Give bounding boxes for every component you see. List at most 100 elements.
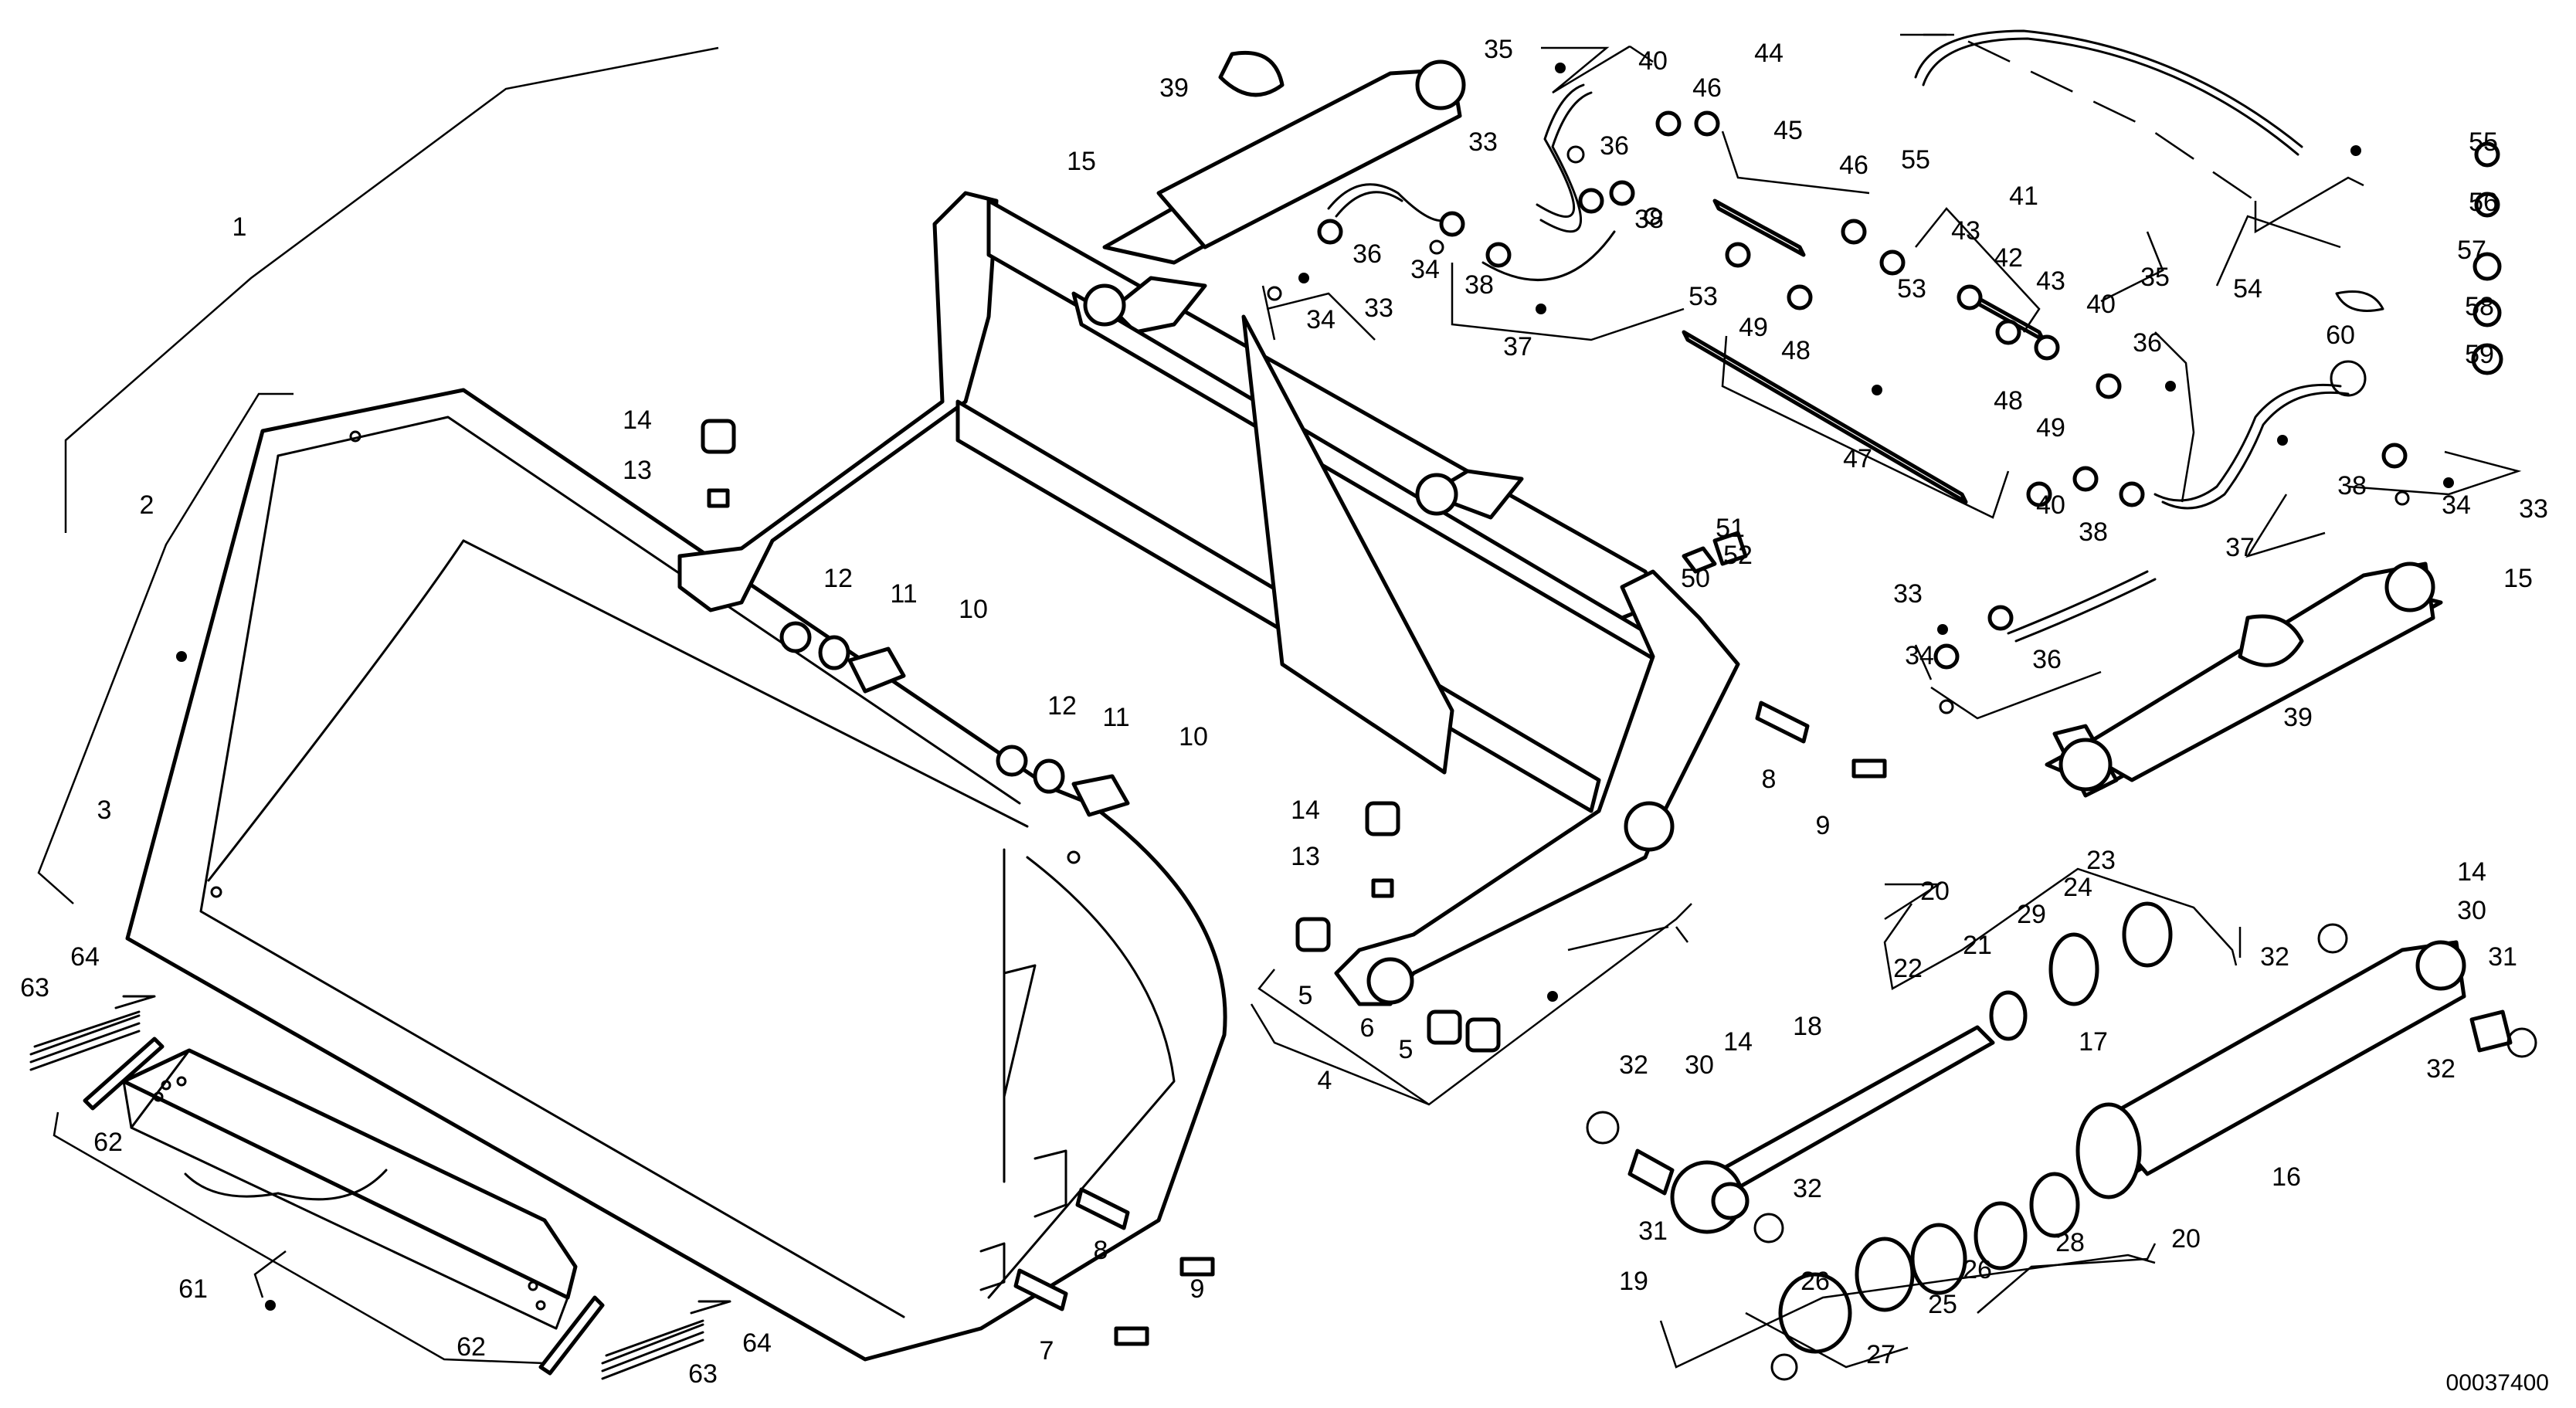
callout-53: 53: [1688, 282, 1718, 311]
callout-62: 62: [93, 1128, 123, 1157]
callout-1: 1: [232, 212, 247, 242]
callout-labels: 1234556788991010111112121313141414141515…: [20, 35, 2548, 1389]
callout-9: 9: [1190, 1274, 1205, 1304]
callout-28: 28: [2055, 1228, 2085, 1257]
callout-56: 56: [2469, 188, 2498, 217]
callout-35: 35: [2140, 263, 2170, 292]
callout-26: 26: [1800, 1267, 1830, 1296]
callout-10: 10: [959, 595, 988, 624]
callout-33: 33: [1364, 293, 1393, 323]
callout-64: 64: [742, 1328, 772, 1358]
callout-55: 55: [2469, 127, 2498, 157]
callout-14: 14: [1291, 796, 1320, 825]
callout-30: 30: [2457, 896, 2486, 925]
callout-19: 19: [1619, 1267, 1648, 1296]
callout-35: 35: [1484, 35, 1513, 64]
callout-32: 32: [2426, 1054, 2456, 1084]
callout-13: 13: [623, 456, 652, 485]
callout-16: 16: [2272, 1162, 2301, 1192]
callout-15: 15: [1067, 147, 1096, 176]
callout-14: 14: [1723, 1027, 1753, 1057]
callout-15: 15: [2503, 564, 2533, 593]
callout-38: 38: [1634, 205, 1664, 234]
callout-29: 29: [2017, 900, 2046, 929]
callout-26: 26: [1963, 1255, 1992, 1284]
callout-36: 36: [2032, 645, 2062, 674]
callout-46: 46: [1692, 73, 1722, 103]
callout-32: 32: [2260, 942, 2289, 972]
callout-14: 14: [2457, 857, 2486, 887]
callout-12: 12: [1047, 691, 1077, 721]
callout-36: 36: [1352, 239, 1382, 269]
callout-37: 37: [2225, 533, 2255, 562]
callout-20: 20: [2171, 1224, 2201, 1254]
callout-40: 40: [2086, 290, 2116, 319]
callout-25: 25: [1928, 1290, 1957, 1319]
callout-63: 63: [20, 973, 49, 1003]
callout-12: 12: [823, 564, 853, 593]
callout-62: 62: [456, 1332, 486, 1362]
callout-31: 31: [1638, 1216, 1668, 1246]
callout-51: 51: [1716, 514, 1745, 543]
cylinder-bottom-drawing: [1586, 901, 2537, 1381]
callout-38: 38: [2079, 517, 2108, 547]
callout-58: 58: [2465, 292, 2494, 321]
callout-33: 33: [2519, 494, 2548, 524]
callout-30: 30: [1685, 1050, 1714, 1080]
callout-47: 47: [1843, 444, 1872, 473]
callout-45: 45: [1773, 116, 1803, 145]
callout-24: 24: [2063, 873, 2092, 902]
callout-4: 4: [1318, 1066, 1332, 1095]
callout-39: 39: [1159, 73, 1189, 103]
callout-33: 33: [1893, 579, 1923, 609]
callout-40: 40: [2036, 490, 2065, 520]
callout-11: 11: [890, 579, 917, 609]
callout-9: 9: [1816, 811, 1831, 840]
callout-23: 23: [2086, 846, 2116, 875]
callout-14: 14: [623, 405, 652, 435]
callout-42: 42: [1994, 243, 2023, 273]
callout-54: 54: [2233, 274, 2262, 304]
callout-37: 37: [1503, 332, 1532, 361]
callout-44: 44: [1754, 39, 1784, 68]
callout-22: 22: [1893, 954, 1923, 983]
callout-5: 5: [1298, 981, 1313, 1010]
callout-27: 27: [1866, 1340, 1896, 1369]
cylinder-right-drawing: [2045, 562, 2443, 798]
callout-39: 39: [2283, 703, 2313, 732]
callout-63: 63: [688, 1359, 718, 1389]
callout-20: 20: [1920, 877, 1950, 906]
callout-48: 48: [1994, 386, 2023, 416]
callout-10: 10: [1179, 722, 1208, 751]
callout-49: 49: [2036, 413, 2065, 443]
quick-coupler-frame-drawing: [677, 191, 1740, 1006]
callout-5: 5: [1399, 1035, 1414, 1064]
callout-34: 34: [1905, 641, 1934, 670]
document-number: 00037400: [2446, 1370, 2549, 1396]
cutting-edge-drawing: [83, 1036, 605, 1376]
callout-17: 17: [2079, 1027, 2108, 1057]
loose-parts-drawing: [701, 419, 1887, 1346]
callout-52: 52: [1723, 541, 1753, 570]
callout-38: 38: [2337, 471, 2367, 500]
callout-46: 46: [1839, 151, 1868, 180]
callout-32: 32: [1793, 1174, 1822, 1203]
callout-34: 34: [1306, 305, 1336, 334]
callout-50: 50: [1681, 564, 1710, 593]
callout-8: 8: [1094, 1236, 1108, 1265]
callout-38: 38: [1464, 270, 1494, 300]
callout-7: 7: [1040, 1336, 1054, 1366]
callout-53: 53: [1897, 274, 1926, 304]
bucket-drawing: [125, 388, 1227, 1362]
callout-36: 36: [1600, 131, 1629, 161]
callout-61: 61: [178, 1274, 208, 1304]
hoses-drawing: [1327, 29, 2350, 643]
callout-32: 32: [1619, 1050, 1648, 1080]
bullet-markers: [176, 63, 2454, 1311]
callout-48: 48: [1781, 336, 1811, 365]
callout-60: 60: [2326, 321, 2355, 350]
callout-3: 3: [97, 796, 112, 825]
callout-2: 2: [140, 490, 154, 520]
callout-55: 55: [1901, 145, 1930, 175]
